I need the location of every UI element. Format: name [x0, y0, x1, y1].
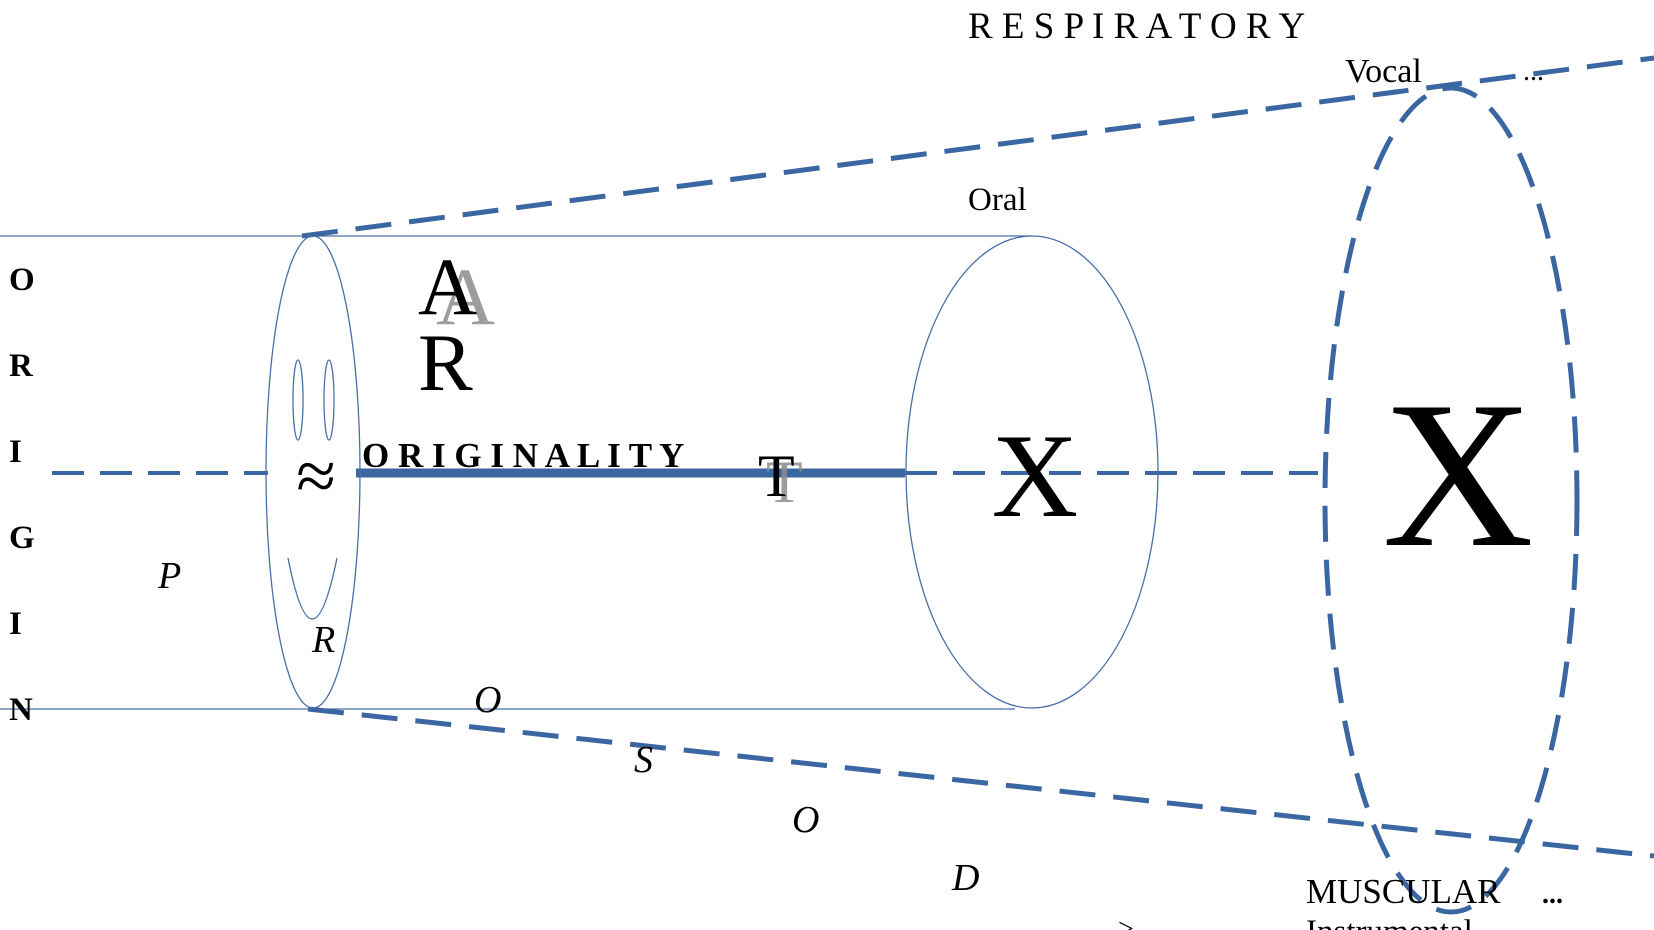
prosody-letter: O	[792, 799, 819, 841]
prosody-letter: R	[311, 619, 335, 661]
vocal-ellipsis: ...	[1523, 56, 1544, 87]
art-letter-r: R	[418, 317, 473, 408]
cone-dashed-ellipse	[1322, 85, 1580, 915]
cone-upper-edge	[301, 55, 1654, 239]
originality-label: O R I G I N A L I T Y	[362, 436, 684, 475]
smiley-left-eye	[292, 359, 304, 441]
prosody-letter: D	[951, 857, 979, 899]
origin-letter: I	[9, 606, 22, 642]
origin-vertical-letters: O R I G I N	[9, 262, 35, 728]
prosody-letter: O	[474, 679, 501, 721]
smiley-mouth	[287, 557, 338, 620]
big-x-mark: X	[1382, 359, 1534, 591]
origin-letter: N	[9, 692, 33, 728]
cone-lower-edge	[307, 706, 1654, 859]
art-letter-a-ghost: A	[436, 251, 495, 342]
muscular-label: MUSCULAR	[1306, 872, 1501, 911]
art-letter-a: A	[418, 241, 477, 332]
small-arrow-glyph: >	[1118, 914, 1134, 930]
vocal-label: Vocal	[1345, 53, 1422, 90]
art-letter-t: T	[758, 443, 795, 509]
instrumental-label: Instrumental	[1306, 914, 1473, 930]
origin-letter: O	[9, 262, 35, 298]
small-x-mark: X	[992, 409, 1079, 542]
origin-letter: I	[9, 434, 22, 470]
prosody-letter: P	[157, 555, 181, 597]
approx-symbol: ≈	[296, 436, 336, 516]
respiratory-label: R E S P I R A T O R Y	[968, 6, 1305, 47]
muscular-ellipsis: ...	[1542, 879, 1563, 910]
cylinder-right-face	[905, 235, 1159, 709]
originality-ghost-t: T	[766, 449, 803, 515]
prosody-letter: S	[634, 739, 653, 781]
prosody-diagonal-letters: P R O S O D	[157, 555, 979, 899]
oral-label: Oral	[968, 182, 1027, 218]
smiley-right-eye	[323, 359, 335, 441]
origin-letter: G	[9, 520, 35, 556]
origin-letter: R	[9, 348, 34, 384]
cylinder-left-face	[265, 235, 361, 709]
